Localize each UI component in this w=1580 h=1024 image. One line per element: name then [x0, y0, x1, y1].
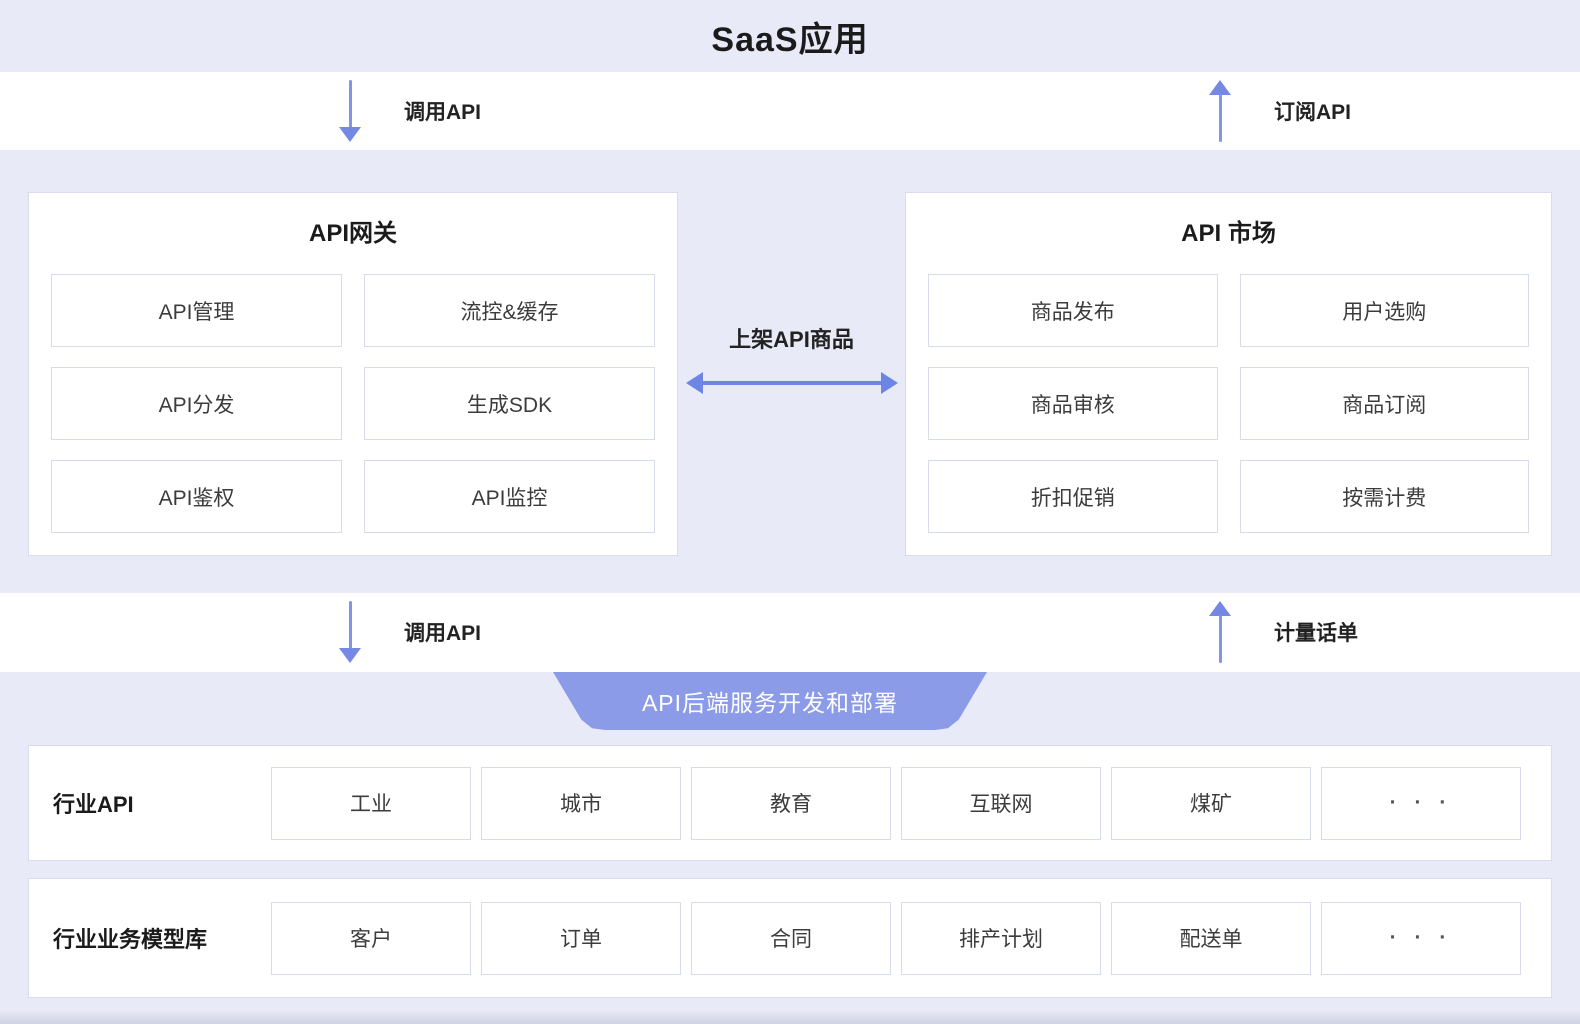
more-items-ellipsis: · · ·	[1321, 766, 1521, 840]
backend-deploy-banner: API后端服务开发和部署	[553, 672, 987, 730]
gateway-item: API鉴权	[51, 460, 342, 533]
model-item: 排产计划	[901, 901, 1101, 975]
page-title: SaaS应用	[711, 20, 869, 59]
more-items-ellipsis: · · ·	[1321, 901, 1521, 975]
api-market-box: API 市场 商品发布 用户选购 商品审核 商品订阅 折扣促销 按需计费	[905, 192, 1552, 556]
market-item: 按需计费	[1239, 460, 1529, 533]
model-item: 配送单	[1111, 901, 1311, 975]
industry-item: 煤矿	[1111, 766, 1311, 840]
industry-item: 互联网	[901, 766, 1101, 840]
industry-api-items: 工业 城市 教育 互联网 煤矿 · · ·	[271, 766, 1521, 840]
model-item: 订单	[481, 901, 681, 975]
api-market-grid: 商品发布 用户选购 商品审核 商品订阅 折扣促销 按需计费	[928, 274, 1529, 533]
business-model-items: 客户 订单 合同 排产计划 配送单 · · ·	[271, 901, 1521, 975]
api-market-title: API 市场	[1181, 220, 1276, 247]
flow-label: 调用API	[404, 101, 482, 124]
industry-api-label: 行业API	[53, 792, 134, 817]
model-item: 客户	[271, 901, 471, 975]
business-model-row: 行业业务模型库 客户 订单 合同 排产计划 配送单 · · ·	[28, 878, 1552, 998]
gateway-item: 生成SDK	[364, 367, 655, 440]
market-item: 商品订阅	[1239, 367, 1529, 440]
lower-flow-band	[0, 593, 1580, 672]
arrow-down-icon	[338, 601, 362, 663]
arrow-down-icon	[338, 80, 362, 142]
listing-connector: 上架API商品	[678, 322, 905, 394]
api-gateway-title: API网关	[308, 220, 397, 247]
flow-label: 调用API	[404, 622, 482, 645]
api-gateway-box: API网关 API管理 流控&缓存 API分发 生成SDK API鉴权 API监…	[28, 192, 678, 556]
flow-metering-bill: 计量话单	[1208, 598, 1358, 666]
arrow-up-icon	[1208, 601, 1232, 663]
model-item: 合同	[691, 901, 891, 975]
industry-item: 工业	[271, 766, 471, 840]
upper-flow-band	[0, 72, 1580, 150]
industry-api-row: 行业API 工业 城市 教育 互联网 煤矿 · · ·	[28, 745, 1552, 861]
industry-item: 城市	[481, 766, 681, 840]
flow-label: 计量话单	[1274, 622, 1358, 645]
connector-label: 上架API商品	[729, 327, 854, 352]
api-gateway-grid: API管理 流控&缓存 API分发 生成SDK API鉴权 API监控	[51, 274, 655, 533]
gateway-item: API分发	[51, 367, 342, 440]
bottom-shadow-strip	[0, 1010, 1580, 1024]
gateway-item: 流控&缓存	[364, 274, 655, 347]
business-model-label: 行业业务模型库	[53, 927, 208, 952]
flow-label: 订阅API	[1274, 101, 1352, 124]
flow-call-api-bottom: 调用API	[338, 598, 481, 666]
industry-item: 教育	[691, 766, 891, 840]
market-item: 商品发布	[928, 274, 1218, 347]
gateway-item: API监控	[364, 460, 655, 533]
market-item: 折扣促销	[928, 460, 1218, 533]
market-item: 商品审核	[928, 367, 1218, 440]
flow-call-api-top: 调用API	[338, 77, 481, 145]
arrow-up-icon	[1208, 80, 1232, 142]
double-arrow-icon	[685, 372, 898, 394]
market-item: 用户选购	[1239, 274, 1529, 347]
gateway-item: API管理	[51, 274, 342, 347]
flow-subscribe-api: 订阅API	[1208, 77, 1351, 145]
